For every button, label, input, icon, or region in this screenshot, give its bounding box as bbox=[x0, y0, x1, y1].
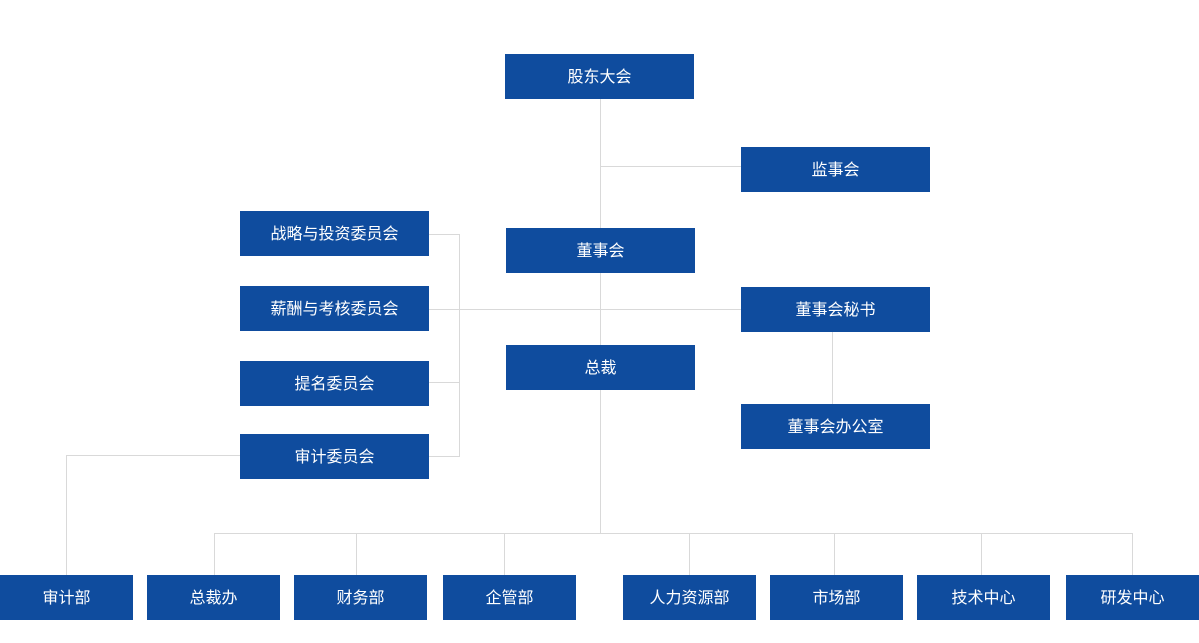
connector-departments-bus bbox=[214, 533, 1133, 534]
connector-shareholders-to-board bbox=[600, 98, 601, 228]
dept-rnd-center: 研发中心 bbox=[1066, 575, 1199, 620]
connector-dept-hr bbox=[689, 533, 690, 575]
connector-committee-bracket bbox=[459, 234, 460, 456]
connector-dept-marketing bbox=[834, 533, 835, 575]
dept-marketing: 市场部 bbox=[770, 575, 903, 620]
node-board-office: 董事会办公室 bbox=[741, 404, 930, 449]
connector-compensation-committee bbox=[428, 309, 460, 310]
connector-dept-president-office bbox=[214, 533, 215, 575]
connector-committees-to-secretary bbox=[459, 309, 741, 310]
node-board-secretary: 董事会秘书 bbox=[741, 287, 930, 332]
node-shareholders-meeting: 股东大会 bbox=[505, 54, 694, 99]
connector-secretary-to-office bbox=[832, 331, 833, 404]
dept-human-resources: 人力资源部 bbox=[623, 575, 756, 620]
node-strategy-investment-committee: 战略与投资委员会 bbox=[240, 211, 429, 256]
connector-dept-finance bbox=[356, 533, 357, 575]
connector-strategy-committee bbox=[428, 234, 460, 235]
connector-to-supervisory-board bbox=[600, 166, 741, 167]
connector-audit-committee bbox=[428, 456, 460, 457]
connector-president-to-departments bbox=[600, 389, 601, 534]
dept-audit: 审计部 bbox=[0, 575, 133, 620]
connector-dept-technology bbox=[981, 533, 982, 575]
connector-board-to-president bbox=[600, 272, 601, 345]
connector-dept-enterprise-management bbox=[504, 533, 505, 575]
dept-president-office: 总裁办 bbox=[147, 575, 280, 620]
node-audit-committee: 审计委员会 bbox=[240, 434, 429, 479]
node-board-of-directors: 董事会 bbox=[506, 228, 695, 273]
connector-nomination-committee bbox=[428, 382, 460, 383]
connector-dept-rnd bbox=[1132, 533, 1133, 575]
node-president: 总裁 bbox=[506, 345, 695, 390]
dept-technology-center: 技术中心 bbox=[917, 575, 1050, 620]
node-compensation-assessment-committee: 薪酬与考核委员会 bbox=[240, 286, 429, 331]
dept-enterprise-management: 企管部 bbox=[443, 575, 576, 620]
dept-finance: 财务部 bbox=[294, 575, 427, 620]
node-supervisory-board: 监事会 bbox=[741, 147, 930, 192]
connector-audit-committee-to-audit-dept-v bbox=[66, 455, 67, 575]
connector-audit-committee-to-audit-dept-h bbox=[66, 455, 240, 456]
node-nomination-committee: 提名委员会 bbox=[240, 361, 429, 406]
